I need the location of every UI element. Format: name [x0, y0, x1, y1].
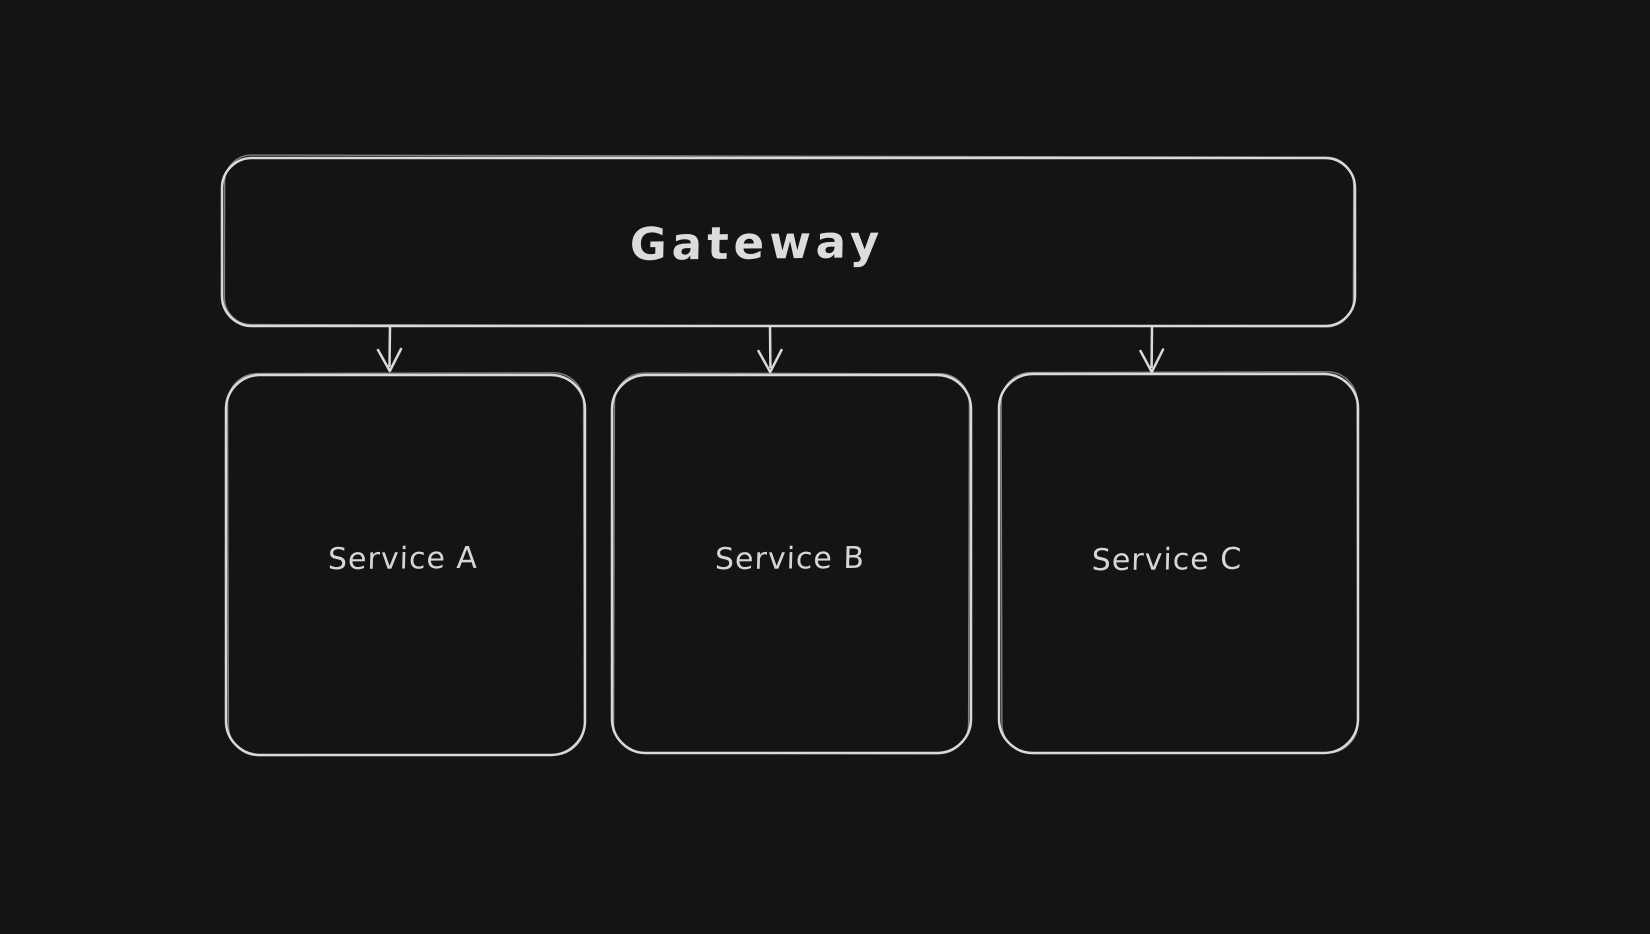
edge-arrow-gateway-service-c	[1139, 325, 1165, 374]
service-b-node-label: Service B	[714, 540, 866, 578]
gateway-node-box	[220, 154, 1357, 328]
edge-arrow-gateway-service-b	[757, 325, 783, 374]
service-a-node-label: Service A	[327, 540, 479, 578]
service-b-node-box	[610, 372, 973, 755]
edge-arrow-gateway-service-a	[376, 325, 403, 373]
service-a-node-box	[224, 372, 587, 757]
service-c-node-label: Service C	[1091, 541, 1243, 579]
service-c-node-box	[997, 371, 1360, 755]
gateway-node-label: Gateway	[629, 215, 885, 271]
